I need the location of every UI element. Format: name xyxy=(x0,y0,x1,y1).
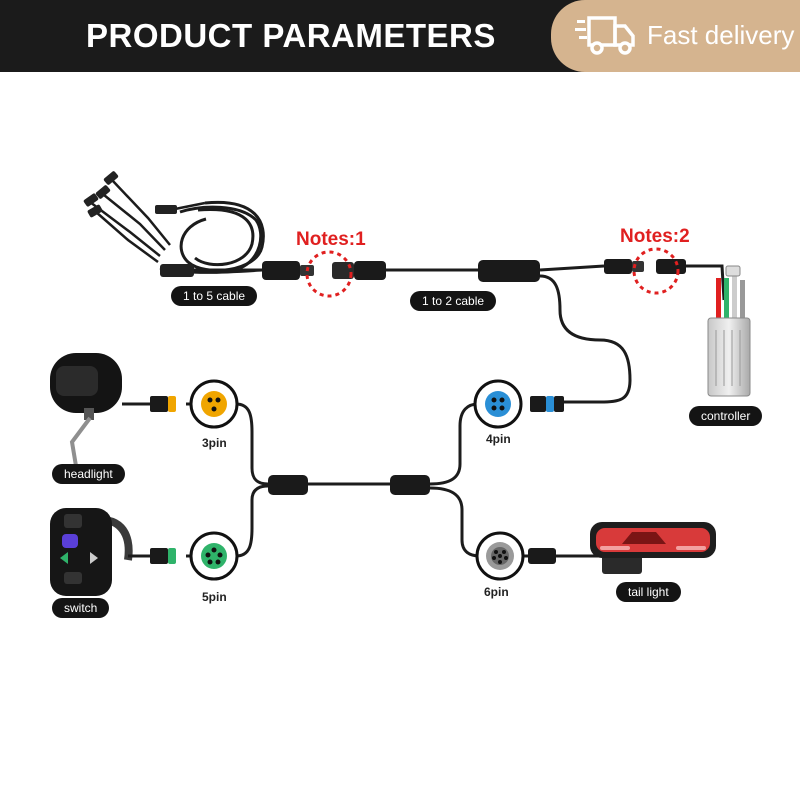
note-2-circle xyxy=(632,247,680,295)
switch-unit xyxy=(50,508,176,596)
note-2-label: Notes:2 xyxy=(620,226,690,247)
headlight-unit xyxy=(50,353,176,467)
pin-connector-3 xyxy=(189,379,239,429)
one-to-five-cable-label: 1 to 5 cable xyxy=(171,286,258,306)
switch-label: switch xyxy=(52,598,110,618)
pin-label-4: 4pin xyxy=(486,432,511,446)
one-to-two-cable-label: 1 to 2 cable xyxy=(410,291,497,311)
delivery-text: Fast delivery xyxy=(647,20,795,50)
one-to-five-cable xyxy=(83,171,265,277)
pin-label-5: 5pin xyxy=(202,590,227,604)
pin-connector-5 xyxy=(189,531,239,581)
tail-light-unit xyxy=(556,522,716,574)
controller-label: controller xyxy=(689,406,763,426)
main-trunk-cable xyxy=(194,259,726,404)
fast-delivery-badge: Fast delivery xyxy=(551,0,800,72)
pin-label-6: 6pin xyxy=(484,585,509,599)
truck-icon xyxy=(575,16,635,55)
controller-unit xyxy=(707,265,751,397)
header-banner: PRODUCT PARAMETERS Fast delivery xyxy=(0,0,800,72)
pin-connector-4 xyxy=(473,379,523,429)
pin-connector-6 xyxy=(475,531,525,581)
lower-harness-cable xyxy=(186,396,564,564)
note-1-circle xyxy=(305,250,353,298)
headlight-label: headlight xyxy=(52,464,125,484)
pin-label-3: 3pin xyxy=(202,436,227,450)
wiring-diagram xyxy=(50,171,751,596)
tail-light-label: tail light xyxy=(616,582,681,602)
page-title: PRODUCT PARAMETERS xyxy=(86,17,496,54)
note-1-label: Notes:1 xyxy=(296,229,366,250)
